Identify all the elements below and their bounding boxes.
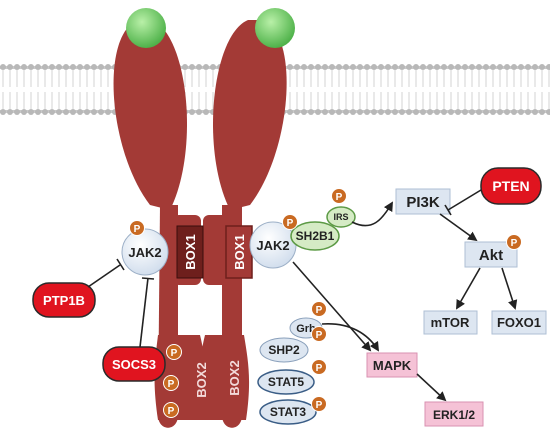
arrow-irs-to-pi3k bbox=[351, 201, 393, 227]
inhibit-pten-pi3k bbox=[447, 189, 482, 211]
shp2: SHP2 bbox=[259, 337, 309, 363]
svg-text:mTOR: mTOR bbox=[431, 315, 470, 330]
svg-text:STAT3: STAT3 bbox=[270, 405, 307, 419]
box1-left: BOX1 bbox=[176, 225, 204, 279]
svg-text:BOX2: BOX2 bbox=[194, 362, 209, 397]
phosphate-label: P bbox=[171, 348, 178, 359]
box2-right: BOX2 bbox=[227, 360, 242, 395]
inhibit-ptp1b-jak2 bbox=[87, 264, 121, 288]
svg-text:ERK1/2: ERK1/2 bbox=[433, 408, 475, 422]
svg-text:BOX2: BOX2 bbox=[227, 360, 242, 395]
svg-text:PTP1B: PTP1B bbox=[43, 293, 85, 308]
mapk: MAPK bbox=[366, 352, 418, 378]
pten: PTEN bbox=[480, 167, 542, 205]
phosphate-label: P bbox=[287, 218, 294, 229]
ptp1b: PTP1B bbox=[32, 282, 96, 318]
box1-right: BOX1 bbox=[225, 225, 253, 279]
svg-text:Grb: Grb bbox=[296, 323, 316, 335]
phosphate-label: P bbox=[316, 305, 323, 316]
svg-text:STAT5: STAT5 bbox=[268, 375, 305, 389]
jak2-left: JAK2 bbox=[121, 228, 169, 276]
phosphate-3 bbox=[331, 188, 347, 204]
phosphate-label: P bbox=[511, 238, 518, 249]
pathway-arrows bbox=[292, 201, 518, 402]
pi3k: PI3K bbox=[395, 188, 451, 215]
sh2b1: SH2B1 bbox=[290, 221, 340, 251]
svg-text:Akt: Akt bbox=[479, 247, 503, 264]
erk1-2: ERK1/2 bbox=[424, 401, 484, 427]
arrow-jak2-to-mapk bbox=[292, 261, 372, 352]
svg-text:FOXO1: FOXO1 bbox=[497, 315, 541, 330]
phosphate-4 bbox=[506, 234, 522, 250]
stat3: STAT3 bbox=[259, 399, 317, 425]
phosphate-label: P bbox=[316, 330, 323, 341]
phosphate-label: P bbox=[168, 379, 175, 390]
svg-text:PI3K: PI3K bbox=[406, 194, 440, 211]
ligand-right bbox=[255, 8, 295, 48]
jak2-right: JAK2 bbox=[249, 221, 297, 269]
ligand-left bbox=[126, 8, 166, 48]
phosphate-6 bbox=[163, 375, 179, 391]
inhibit-socs3-jak2 bbox=[139, 277, 149, 348]
irs: IRS bbox=[326, 206, 356, 228]
svg-text:IRS: IRS bbox=[333, 212, 348, 222]
phosphate-label: P bbox=[316, 400, 323, 411]
phosphate-9 bbox=[311, 326, 327, 342]
socs3: SOCS3 bbox=[102, 346, 166, 382]
svg-text:SHP2: SHP2 bbox=[268, 343, 300, 357]
svg-text:JAK2: JAK2 bbox=[128, 245, 161, 260]
phosphate-label: P bbox=[316, 363, 323, 374]
svg-text:BOX1: BOX1 bbox=[232, 234, 247, 269]
svg-text:MAPK: MAPK bbox=[373, 358, 412, 373]
phosphate-8 bbox=[311, 301, 327, 317]
arrow-grb-to-mapk bbox=[321, 323, 380, 352]
arrow-akt-to-mtor bbox=[456, 267, 481, 310]
arrow-pi3k-to-akt bbox=[439, 213, 478, 242]
svg-text:PTEN: PTEN bbox=[492, 178, 529, 194]
phosphate-11 bbox=[311, 396, 327, 412]
inhibition-lines bbox=[87, 189, 482, 348]
box2-left: BOX2 bbox=[194, 362, 209, 397]
svg-text:JAK2: JAK2 bbox=[256, 238, 289, 253]
svg-text:BOX1: BOX1 bbox=[183, 234, 198, 269]
phosphate-5 bbox=[166, 344, 182, 360]
phosphorylation-sites: P P P P P P P P P P P bbox=[129, 188, 522, 418]
svg-text:SH2B1: SH2B1 bbox=[296, 229, 335, 243]
foxo1: FOXO1 bbox=[491, 310, 547, 335]
svg-text:SOCS3: SOCS3 bbox=[112, 357, 156, 372]
phosphate-7 bbox=[163, 402, 179, 418]
phosphate-2 bbox=[282, 214, 298, 230]
arrow-mapk-to-erk bbox=[416, 373, 447, 402]
phosphate-10 bbox=[311, 359, 327, 375]
stat5: STAT5 bbox=[257, 369, 315, 395]
phosphate-label: P bbox=[336, 192, 343, 203]
phosphate-label: P bbox=[134, 224, 141, 235]
phosphate-label: P bbox=[168, 406, 175, 417]
phosphate-1 bbox=[129, 220, 145, 236]
mtor: mTOR bbox=[423, 310, 478, 335]
arrow-akt-to-foxo1 bbox=[501, 267, 518, 310]
